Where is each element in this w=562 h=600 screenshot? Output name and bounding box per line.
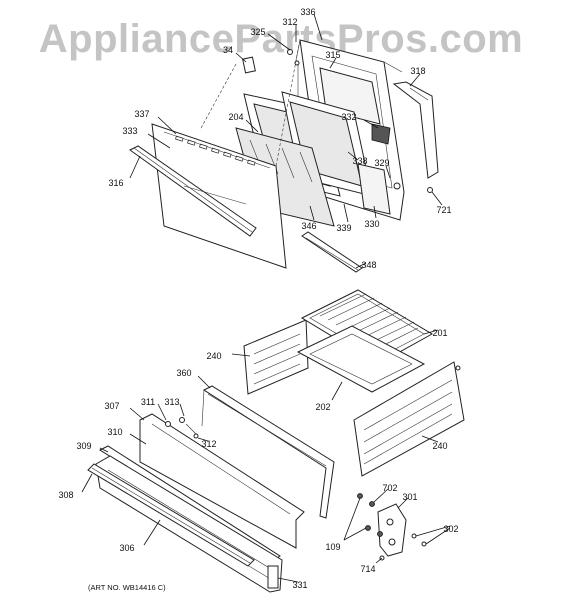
screw [427,187,433,193]
latch-bracket [371,123,391,145]
part-callout-702: 702 [382,483,397,493]
part-callout-301: 301 [402,492,417,502]
drawer-bracket [267,565,279,589]
watermark-text: AppliancePartsPros.com [39,17,524,61]
drawer-frame [202,385,335,519]
part-callout-348: 348 [361,260,376,270]
broiler-assembly [243,289,465,477]
part-callout-240: 240 [432,441,447,451]
part-callout-306: 306 [119,543,134,553]
part-callout-316: 316 [108,178,123,188]
part-callout-34: 34 [223,45,233,55]
door-handle [129,145,257,237]
part-callout-202: 202 [315,402,330,412]
part-callout-201: 201 [432,328,447,338]
right-side-panel [353,361,465,477]
part-callout-333: 333 [122,126,137,136]
part-callout-332: 332 [341,112,356,122]
part-callout-109: 109 [325,542,340,552]
mounting-bracket [377,503,407,557]
door-assembly [129,39,439,269]
part-callout-302: 302 [443,524,458,534]
mounting-hardware [357,493,427,561]
part-callout-312: 312 [282,17,297,27]
part-callout-329: 329 [374,158,389,168]
part-callout-313: 313 [164,397,179,407]
part-callout-339: 339 [336,223,351,233]
art-number: (ART NO. WB14416 C) [88,583,166,592]
part-callout-331: 331 [292,580,307,590]
bolt [165,421,171,427]
part-callout-315: 315 [325,50,340,60]
part-callout-312: 312 [201,439,216,449]
bolt [179,417,185,423]
part-callout-240: 240 [206,351,221,361]
leader-lines [81,13,451,583]
part-callout-310: 310 [107,427,122,437]
part-callout-325: 325 [250,27,265,37]
door-vent-slots [175,135,256,166]
part-callout-307: 307 [104,401,119,411]
part-callout-338: 338 [352,156,367,166]
part-callout-360: 360 [176,368,191,378]
part-callout-204: 204 [228,112,243,122]
part-callout-337: 337 [134,109,149,119]
part-callout-311: 311 [141,397,155,407]
part-callout-721: 721 [436,205,451,215]
left-side-panel [243,319,309,395]
part-callout-346: 346 [301,221,316,231]
drawer-back-panel [139,413,305,549]
part-callout-318: 318 [410,66,425,76]
part-callout-714: 714 [360,564,375,574]
door-strip [301,231,363,273]
broiler-pan [296,325,426,393]
part-callout-330: 330 [364,219,379,229]
door-hinge [392,81,439,179]
drawer-assembly [87,385,335,593]
part-callout-308: 308 [58,490,73,500]
part-callout-309: 309 [76,441,91,451]
part-callout-336: 336 [300,7,315,17]
